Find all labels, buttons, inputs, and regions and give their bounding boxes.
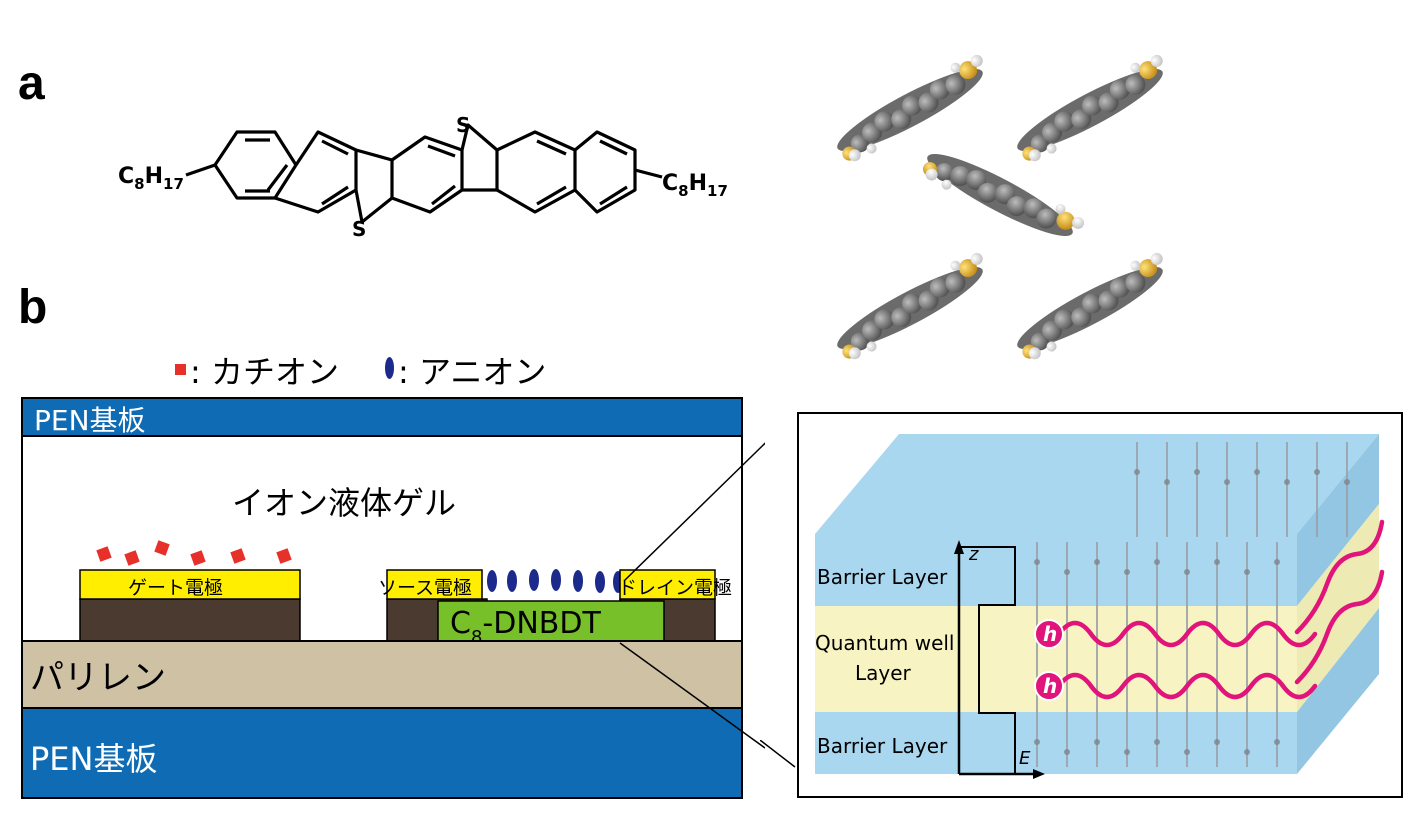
cation-legend-marker <box>175 364 186 375</box>
alkyl-right: C8H17 <box>662 171 728 200</box>
alkyl-left: C8H17 <box>118 164 184 193</box>
sulfur-top: S <box>456 113 470 137</box>
crystal-packing-image <box>827 50 1178 360</box>
pen-substrate-bottom <box>21 707 743 799</box>
carrier-waves <box>1056 519 1385 700</box>
molecule-image <box>1007 50 1178 168</box>
parylene-layer <box>21 640 743 709</box>
potential-profile <box>959 546 1016 774</box>
molecule-image <box>827 50 998 168</box>
drain-electrode <box>619 569 716 600</box>
e-axis-label: E <box>1019 748 1031 769</box>
pen-substrate-top-label: PEN基板 <box>34 404 146 437</box>
ring <box>354 148 394 224</box>
zoom-line <box>760 740 796 768</box>
anion-legend-label: : アニオン <box>398 353 547 391</box>
panel-a-label: a <box>18 57 45 110</box>
semiconductor-label: C8-DNBDT <box>450 606 601 648</box>
slab-top-face <box>815 434 1379 534</box>
hole-carrier <box>1034 671 1064 701</box>
quantum-well-label-2: Layer <box>855 661 912 685</box>
quantum-well-label-1: Quantum well <box>815 631 954 655</box>
ring <box>391 135 464 214</box>
ionic-gel-label: イオン液体ゲル <box>232 484 456 522</box>
parylene-label: パリレン <box>30 658 166 698</box>
barrier-top-label: Barrier Layer <box>817 565 948 589</box>
pen-substrate-top <box>21 397 743 437</box>
source-electrode-label: ソース電極 <box>378 577 472 599</box>
molecule-image <box>1007 248 1178 360</box>
ring <box>274 130 358 214</box>
molecular-stacks <box>1036 442 1348 767</box>
semiconductor-layer <box>437 600 665 643</box>
hole-carrier-label: h <box>1043 622 1057 646</box>
gate-electrode <box>79 569 301 600</box>
anion-legend-marker <box>385 357 394 379</box>
c8-dnbdt-molecule: S S C8H17 C8H17 <box>118 113 728 241</box>
hole-carrier <box>1034 619 1064 649</box>
cation-markers <box>96 540 292 566</box>
panel-b-label: b <box>18 281 48 334</box>
gate-electrode-base <box>79 598 301 642</box>
ring <box>496 130 577 214</box>
molecular-stack-dots <box>1034 469 1350 755</box>
barrier-bottom-label: Barrier Layer <box>817 734 948 758</box>
sulfur-bottom: S <box>352 217 366 241</box>
ring <box>213 130 298 200</box>
molecule-image <box>917 137 1088 255</box>
device-cross-section: PEN基板 イオン液体ゲル ゲート電極 ソース電極 ドレイン電極 C8-DNBD… <box>21 397 765 799</box>
cation-legend-label: : カチオン <box>190 353 339 391</box>
z-axis-label: z <box>968 544 979 565</box>
molecule-image <box>827 248 998 360</box>
quantum-well-inset: z E Barrier Layer Quantum well Layer Bar… <box>797 412 1403 798</box>
source-electrode <box>386 569 483 600</box>
hole-carrier-label: h <box>1043 674 1057 698</box>
pen-substrate-bottom-label: PEN基板 <box>30 740 157 778</box>
drain-electrode-label: ドレイン電極 <box>618 577 732 599</box>
anion-markers <box>487 569 623 593</box>
gate-electrode-label: ゲート電極 <box>128 577 223 599</box>
